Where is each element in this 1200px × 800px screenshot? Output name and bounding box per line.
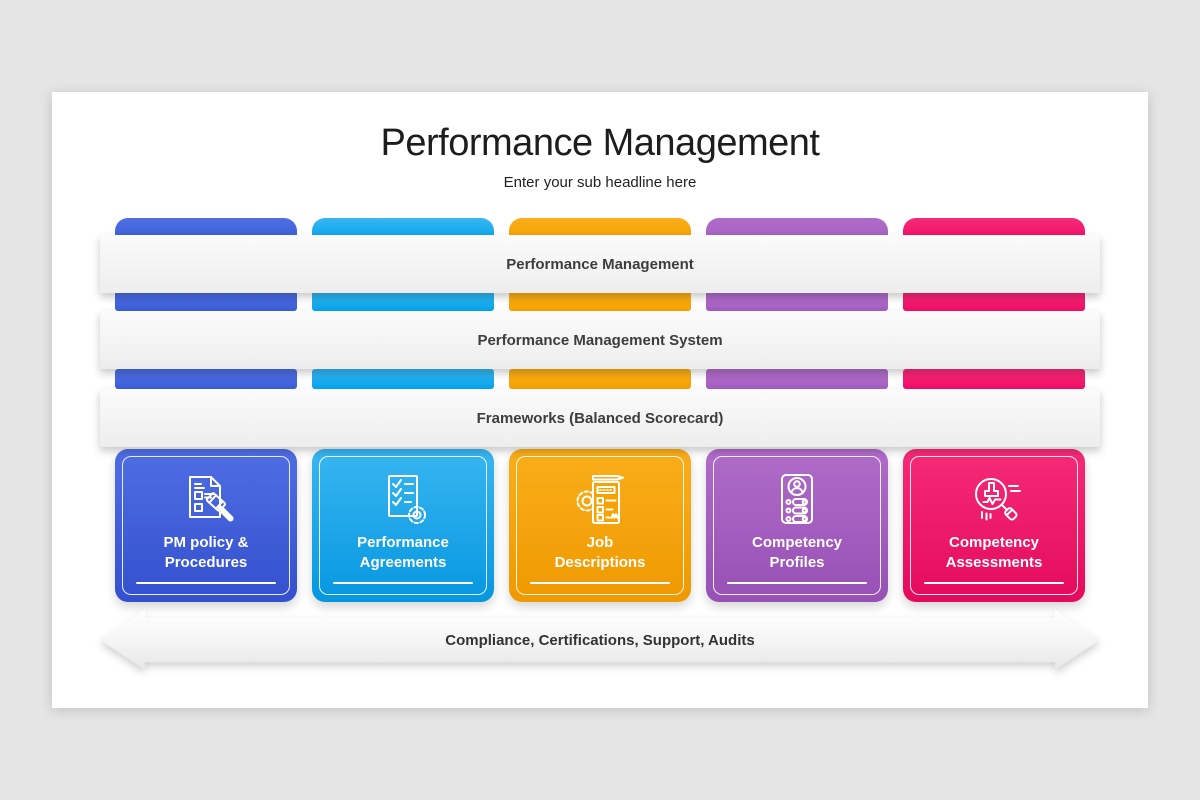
card-label: Competency Profiles bbox=[751, 534, 843, 571]
double-arrow-shape: Compliance, Certifications, Support, Aud… bbox=[100, 610, 1100, 670]
band-label: Frameworks (Balanced Scorecard) bbox=[476, 409, 724, 427]
checklist-gear-icon bbox=[371, 471, 435, 532]
band-frameworks-balanced-scorecard: Frameworks (Balanced Scorecard) bbox=[100, 389, 1100, 447]
magnifier-chart-icon bbox=[962, 471, 1026, 532]
page-title: Performance Management bbox=[380, 122, 820, 164]
column-segment bbox=[509, 369, 691, 389]
column-segment bbox=[903, 291, 1085, 311]
column-competency-profiles: Competency Profiles bbox=[706, 92, 888, 708]
column-tab bbox=[903, 218, 1085, 240]
card-underline bbox=[727, 582, 867, 584]
column-tab bbox=[706, 218, 888, 240]
card-label: Competency Assessments bbox=[945, 534, 1043, 571]
column-tab bbox=[312, 218, 494, 240]
column-segment bbox=[312, 369, 494, 389]
clipboard-gear-pencil-icon bbox=[568, 471, 632, 532]
band-performance-management: Performance Management bbox=[100, 235, 1100, 293]
band-label: Performance Management bbox=[506, 255, 694, 273]
band-label: Performance Management System bbox=[477, 331, 723, 349]
column-segment bbox=[115, 369, 297, 389]
profile-resume-icon bbox=[765, 471, 829, 532]
column-pm-policy: PM policy & Procedures bbox=[115, 92, 297, 708]
card-competency-assessments: Competency Assessments bbox=[903, 449, 1085, 602]
column-tab bbox=[509, 218, 691, 240]
card-underline bbox=[530, 582, 670, 584]
footer-arrow-label: Compliance, Certifications, Support, Aud… bbox=[445, 631, 755, 649]
column-performance-agreements: Performance Agreements bbox=[312, 92, 494, 708]
card-competency-profiles: Competency Profiles bbox=[706, 449, 888, 602]
card-underline bbox=[924, 582, 1064, 584]
column-segment bbox=[509, 291, 691, 311]
card-job-descriptions: Job Descriptions bbox=[509, 449, 691, 602]
card-label: Job Descriptions bbox=[554, 534, 646, 571]
card-underline bbox=[333, 582, 473, 584]
footer-arrow: Compliance, Certifications, Support, Aud… bbox=[100, 610, 1100, 670]
column-segment bbox=[706, 291, 888, 311]
column-segment bbox=[312, 291, 494, 311]
column-segment bbox=[903, 369, 1085, 389]
card-label: PM policy & Procedures bbox=[163, 534, 249, 571]
card-label: Performance Agreements bbox=[357, 534, 449, 571]
card-performance-agreements: Performance Agreements bbox=[312, 449, 494, 602]
column-segment bbox=[706, 369, 888, 389]
card-pm-policy: PM policy & Procedures bbox=[115, 449, 297, 602]
document-gavel-icon bbox=[174, 471, 238, 532]
column-segment bbox=[115, 291, 297, 311]
slide: Performance Management Enter your sub he… bbox=[52, 92, 1148, 708]
band-performance-management-system: Performance Management System bbox=[100, 311, 1100, 369]
column-tab bbox=[115, 218, 297, 240]
card-underline bbox=[136, 582, 276, 584]
page-subtitle: Enter your sub headline here bbox=[503, 174, 697, 191]
